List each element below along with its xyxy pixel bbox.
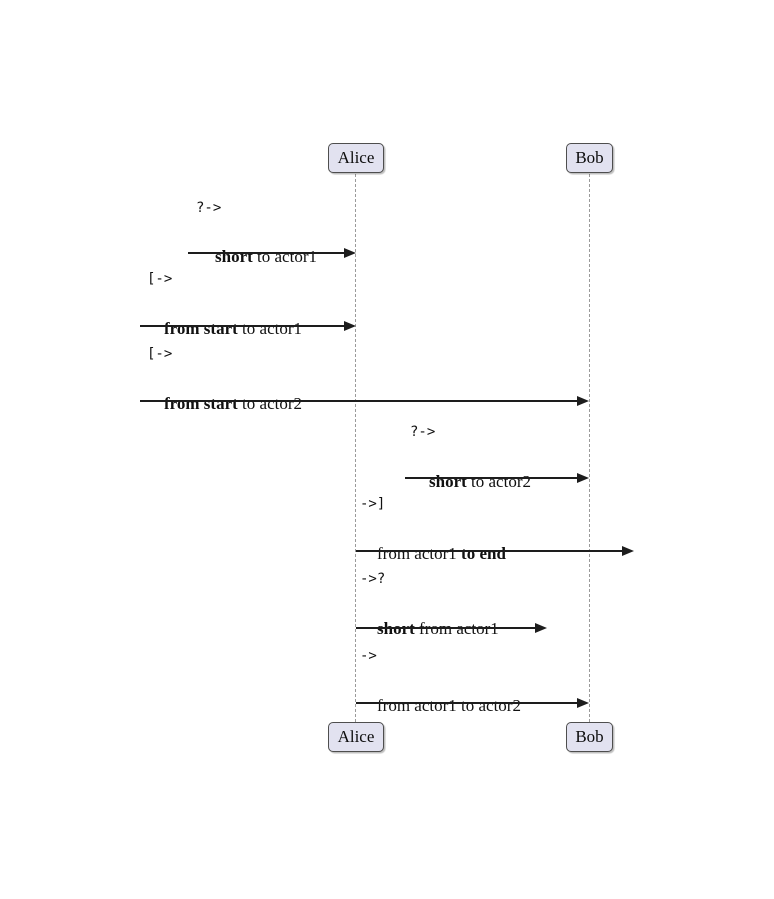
message-operator: ->?: [360, 571, 386, 587]
actor-label-alice: Alice: [337, 148, 375, 167]
actor-label-bob: Bob: [575, 727, 604, 746]
lifeline-bob: [589, 174, 590, 722]
label-text: to actor2: [466, 472, 531, 491]
arrowhead-icon: [622, 546, 634, 556]
message-label: short from actor1: [360, 599, 499, 659]
message-arrow-line: [188, 252, 348, 254]
actor-box-alice-bottom: Alice: [328, 722, 384, 752]
message-arrow-line: [140, 325, 348, 327]
message-label: short to actor2: [412, 452, 531, 512]
label-text-bold: to end: [461, 544, 506, 563]
message-arrow-line: [405, 477, 581, 479]
message-operator: ?->: [410, 424, 436, 440]
label-text-bold: short: [429, 472, 467, 491]
arrowhead-icon: [344, 321, 356, 331]
message-label: from actor1 to end: [360, 524, 506, 584]
actor-label-alice: Alice: [337, 727, 375, 746]
message-label: short to actor1: [198, 227, 317, 287]
label-text: from actor1 to actor2: [377, 696, 521, 715]
message-arrow-line: [140, 400, 581, 402]
actor-box-alice-top: Alice: [328, 143, 384, 173]
label-text: to actor1: [252, 247, 317, 266]
message-arrow-line: [356, 627, 539, 629]
message-operator: [->: [147, 271, 173, 287]
message-arrow-line: [356, 550, 626, 552]
message-operator: ->: [360, 648, 377, 664]
label-text-bold: from start: [164, 319, 238, 338]
arrowhead-icon: [577, 396, 589, 406]
lifeline-alice: [355, 174, 356, 722]
message-operator: ?->: [196, 200, 222, 216]
arrowhead-icon: [535, 623, 547, 633]
arrowhead-icon: [577, 473, 589, 483]
label-text: to actor2: [237, 394, 302, 413]
label-text-bold: from start: [164, 394, 238, 413]
message-label: from start to actor1: [147, 299, 302, 359]
label-text-bold: short: [215, 247, 253, 266]
message-label: from start to actor2: [147, 374, 302, 434]
arrowhead-icon: [577, 698, 589, 708]
actor-box-bob-bottom: Bob: [566, 722, 613, 752]
message-arrow-line: [356, 702, 581, 704]
label-text: from actor1: [377, 544, 462, 563]
actor-label-bob: Bob: [575, 148, 604, 167]
label-text: to actor1: [237, 319, 302, 338]
arrowhead-icon: [344, 248, 356, 258]
message-operator: [->: [147, 346, 173, 362]
message-label: from actor1 to actor2: [360, 676, 521, 736]
label-text: from actor1: [414, 619, 499, 638]
actor-box-bob-top: Bob: [566, 143, 613, 173]
label-text-bold: short: [377, 619, 415, 638]
message-operator: ->]: [360, 496, 386, 512]
